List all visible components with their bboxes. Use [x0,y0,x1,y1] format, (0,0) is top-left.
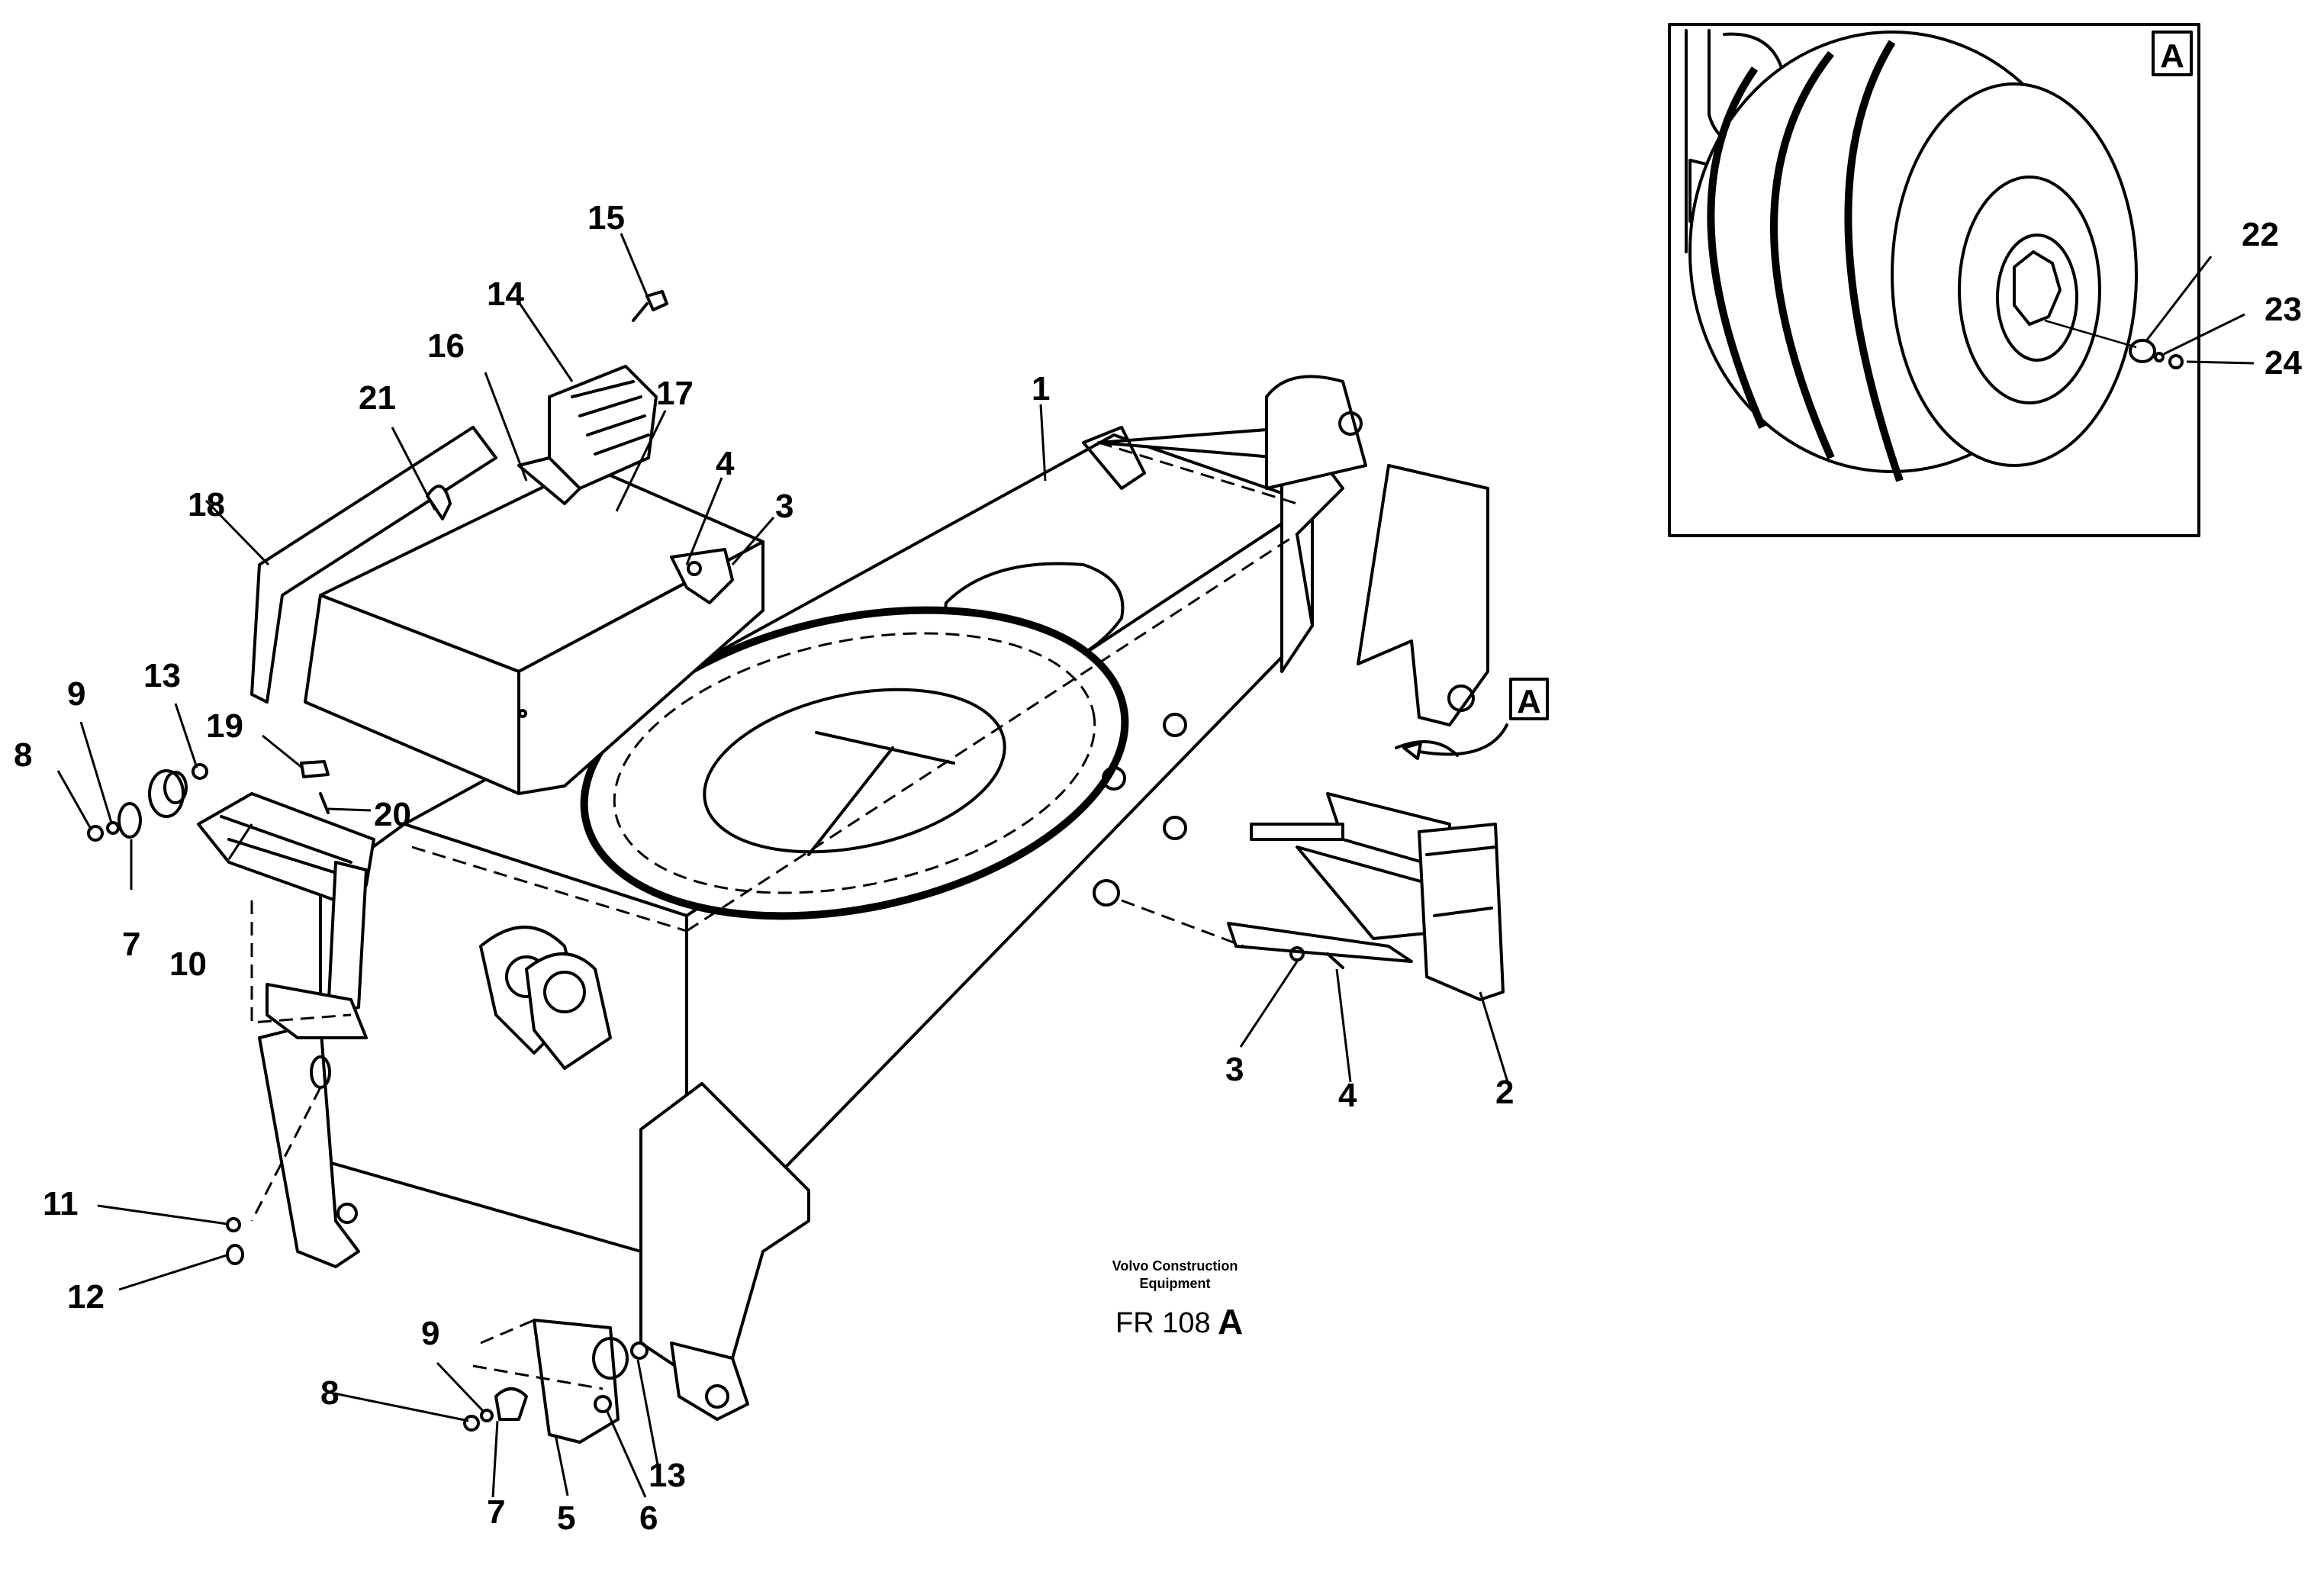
callout-9-front: 9 [421,1315,439,1352]
work-light [148,769,185,818]
brand-line-1: Volvo Construction [1112,1258,1238,1274]
detail-tag-box [2152,31,2193,76]
view-a-tag-box [1509,678,1549,720]
side-boss [1163,713,1187,737]
callout-7-front: 7 [487,1493,505,1531]
rear-bracket [1357,464,1489,726]
washer-3 [1289,946,1305,961]
callout-7: 7 [122,926,140,963]
wheel [1688,31,2138,482]
hub [2013,250,2062,326]
callout-14: 14 [487,275,524,313]
bolt-6 [594,1395,612,1413]
screw-20 [319,792,330,814]
rear-pivot-boss [1265,375,1367,490]
callout-23: 23 [2264,291,2302,328]
box-latch [426,485,452,520]
front-right-leg [639,1082,810,1375]
callout-8: 8 [14,736,32,774]
brand-line-2: Equipment [1140,1276,1211,1291]
detail-view-a: A [1668,23,2200,537]
callout-9: 9 [67,675,85,713]
spacer [2168,354,2184,369]
bolt-8 [87,825,104,842]
drawing-reference-suffix: A [1218,1302,1243,1341]
callout-1: 1 [1032,370,1050,407]
callout-13: 13 [143,657,181,694]
bolt-15 [645,290,668,311]
callout-5: 5 [557,1499,575,1537]
callout-6: 6 [639,1499,658,1537]
callout-12: 12 [67,1278,105,1316]
main-frame [258,375,1489,1421]
callout-24: 24 [2264,344,2302,382]
light-bracket [87,763,375,1265]
callout-3-rear: 3 [1225,1051,1244,1088]
callout-4-rear: 4 [1338,1077,1357,1114]
washer-9-front [480,1409,494,1422]
bolt-13-front [630,1341,649,1360]
callout-3: 3 [775,488,793,525]
view-a-arrow-head [1402,742,1422,760]
drawing-reference: FR 108 [1115,1307,1211,1339]
callout-11: 11 [43,1185,79,1222]
footer-block: Volvo Construction Equipment FR 108 A [1112,1258,1244,1341]
bolt-4 [1326,952,1344,969]
callout-20: 20 [374,796,411,833]
callout-4: 4 [716,445,735,482]
front-pivot-lugs [479,926,612,1070]
detail-frame [1668,23,2200,537]
callout-22: 22 [2242,216,2279,253]
slewing-ring [580,606,1129,920]
rear-bracket-assembly: A [1121,678,1549,1001]
view-a-arrow-curve [1395,740,1459,757]
wheel-nut [2129,339,2156,363]
leader-lines [56,233,2255,1498]
bolt-13 [192,763,208,780]
wheel-nut-parts [2129,339,2184,369]
callout-21: 21 [359,379,396,417]
nut-12 [226,1244,244,1265]
callout-17: 17 [656,375,694,412]
view-a-tag-label: A [1517,683,1541,720]
cover-7 [117,802,142,839]
washer-9 [106,821,120,835]
callout-labels: 1 2 3 3 4 4 5 6 7 7 8 8 9 9 10 11 12 13 … [14,199,2302,1537]
callout-8-front: 8 [320,1374,339,1412]
callout-2: 2 [1495,1074,1514,1111]
callout-10: 10 [169,945,207,983]
step-bracket [548,365,658,490]
washer-11 [226,1217,241,1232]
callout-15: 15 [587,199,625,237]
callout-18: 18 [188,486,225,523]
detail-tag-label: A [2160,37,2184,75]
front-bracket [463,1319,649,1444]
bolt-8-front [463,1415,480,1432]
washer [2154,352,2165,362]
tool-box [250,290,764,814]
callout-13-front: 13 [649,1457,686,1494]
callout-16: 16 [427,327,465,365]
clip-19 [300,760,330,778]
callout-19: 19 [206,707,243,745]
cover-7-front [494,1387,528,1421]
